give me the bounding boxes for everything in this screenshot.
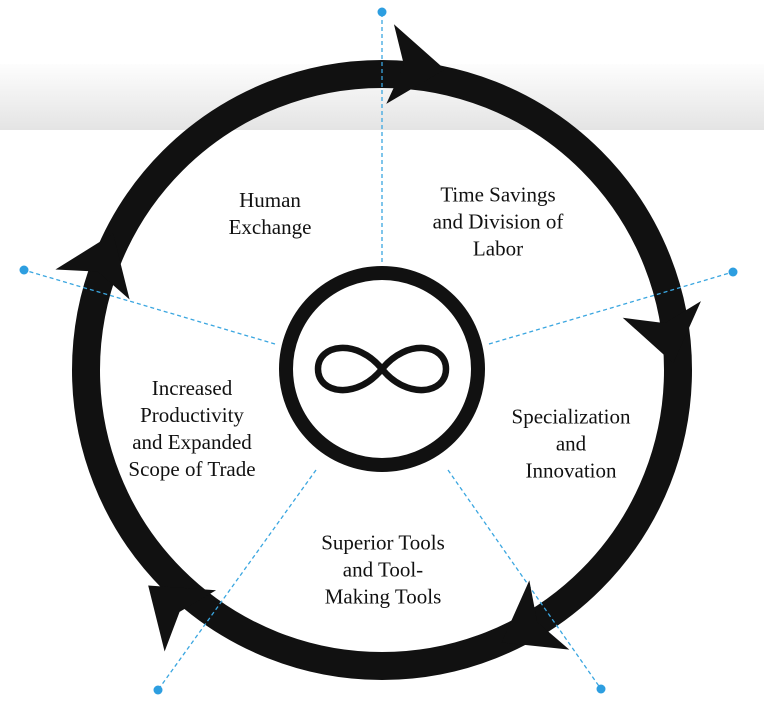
divider-dot-left (19, 265, 29, 275)
divider-dot-right (728, 267, 738, 277)
divider-dot-bottom-left (153, 685, 163, 695)
infinity-icon (314, 344, 450, 394)
divider-line-right (488, 271, 734, 345)
divider-line-bottom-right (447, 469, 602, 690)
divider-dot-bottom-right (596, 684, 606, 694)
arrowhead-top (386, 24, 445, 104)
divider-line-bottom-left (157, 469, 317, 691)
arrowhead-right (622, 301, 701, 364)
outer-ring (72, 60, 692, 680)
arrowhead-bottom-left (148, 585, 217, 652)
arrowhead-bottom-right (501, 580, 570, 650)
segment-label-specialization: Specialization and Innovation (511, 404, 631, 483)
arrowhead-left (55, 233, 130, 300)
divider-dot-top (377, 7, 387, 17)
segment-label-increased-productivity: Increased Productivity and Expanded Scop… (128, 376, 256, 481)
segment-label-superior-tools: Superior Tools and Tool- Making Tools (321, 530, 445, 609)
segment-label-human-exchange: Human Exchange (228, 188, 312, 239)
ring-arrows (55, 24, 701, 652)
divider-lines (23, 12, 734, 691)
divider-dots (19, 7, 738, 695)
divider-line-left (23, 269, 276, 345)
segment-label-time-savings: Time Savings and Division of Labor (432, 182, 564, 261)
